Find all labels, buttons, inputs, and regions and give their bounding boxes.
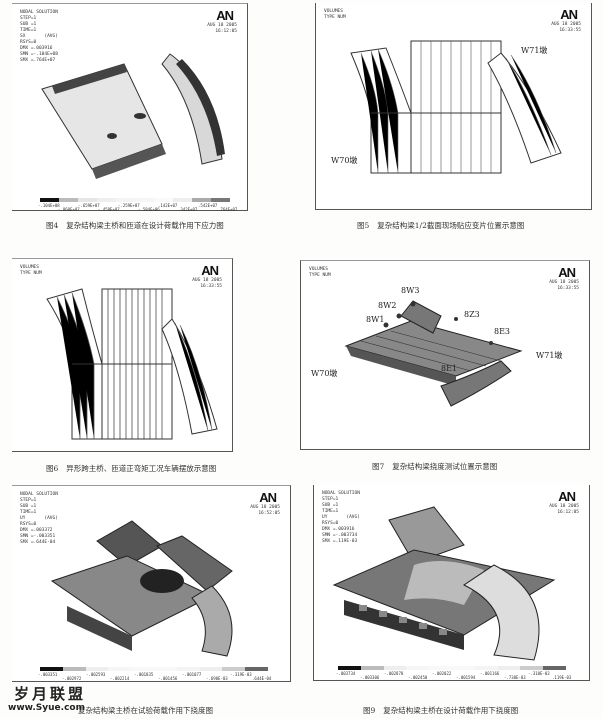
legend-label: -.003351 [38, 672, 58, 677]
bridge-plan-drawing: W71墩 W70墩 [331, 40, 562, 174]
legend-label: -.001835 [134, 672, 154, 677]
legend-label: -.003734 [336, 671, 356, 676]
date-stamp: AUG 18 2005 16:12:05 [207, 23, 237, 34]
figure-7-deflection-points: VOLUMES TYPE NUM AN AUG 18 2005 16:33:55… [300, 260, 590, 450]
point-label-8w2: 8W2 [378, 301, 396, 310]
figure-9-deflection-design-load: NODAL SOLUTION STEP=1 SUB =1 TIME=1 UY (… [313, 485, 590, 681]
legend-label: -.001594 [456, 675, 476, 680]
color-legend-bar [40, 198, 230, 202]
legend-label: -.310E-03 [528, 671, 550, 676]
ansys-logo: AN [259, 490, 277, 505]
legend-label: -.319E-03 [230, 672, 252, 677]
pier-label-w71: W71墩 [521, 45, 547, 55]
ansys-header: NODAL SOLUTION STEP=1 SUB =1 TIME=1 UY (… [20, 492, 58, 545]
fea-model-drawing [332, 506, 556, 661]
ansys-header: VOLUMES TYPE NUM [324, 9, 346, 20]
ansys-header: NODAL SOLUTION STEP=1 SUB =1 TIME=1 SX (… [20, 10, 58, 63]
legend-label: -.259E+07 [118, 203, 140, 208]
ansys-header: VOLUMES TYPE NUM [20, 265, 42, 276]
point-label-8e3: 8E3 [494, 327, 510, 336]
legend-label: -.003306 [360, 675, 380, 680]
figure-5-strain-gauge-layout: VOLUMES TYPE NUM AN AUG 18 2005 16:33:55… [315, 3, 592, 210]
ansys-logo: AN [201, 263, 219, 278]
figure-8-caption: 复杂结构梁主桥在试验荷载作用下挠度图 [78, 706, 213, 715]
date-stamp: AUG 18 2005 16:33:55 [551, 22, 581, 33]
ansys-logo: AN [558, 265, 576, 280]
legend-label: .644E-04 [252, 676, 272, 681]
legend-label: -.698E-03 [206, 676, 228, 681]
legend-label: -.002450 [408, 675, 428, 680]
legend-label: -.001456 [158, 676, 178, 681]
date-stamp: AUG 18 2005 16:33:55 [549, 280, 579, 291]
ansys-header: VOLUMES TYPE NUM [309, 267, 331, 278]
fea-model-drawing [50, 520, 233, 657]
legend-label: .142E+07 [158, 203, 178, 208]
legend-label: -.659E+07 [78, 203, 100, 208]
legend-label: .764E+07 [218, 207, 238, 212]
point-label-8w1: 8W1 [366, 315, 384, 324]
legend-label: -.459E+07 [98, 207, 120, 212]
legend-label: -.001166 [480, 671, 500, 676]
point-label-8e1: 8E1 [441, 364, 457, 373]
legend-label: .342E+07 [178, 207, 198, 212]
point-label-8w3: 8W3 [401, 286, 419, 295]
bridge-3d-drawing: 8W3 8W2 8W1 8Z3 8E3 8E1 W71墩 W70墩 [311, 286, 562, 407]
watermark-url: www.Syue.com [8, 703, 85, 713]
ansys-logo: AN [558, 489, 576, 504]
legend-label: -.584E+06 [138, 207, 160, 212]
legend-label: -.001077 [182, 672, 202, 677]
legend-label: .542E+07 [198, 203, 218, 208]
ansys-logo: AN [560, 7, 578, 22]
bridge-plan-drawing [46, 288, 218, 440]
ansys-logo: AN [216, 8, 234, 23]
figure-8-deflection-test-load: NODAL SOLUTION STEP=1 SUB =1 TIME=1 UY (… [12, 485, 291, 682]
date-stamp: AUG 18 2005 16:33:55 [192, 278, 222, 289]
pier-label-w70: W70墩 [331, 155, 357, 165]
figure-6-vehicle-placement: VOLUMES TYPE NUM AN AUG 18 2005 16:33:55 [12, 258, 233, 452]
color-legend-bar [338, 666, 566, 670]
legend-label: -.738E-03 [504, 675, 526, 680]
date-stamp: AUG 18 2005 16:12:05 [549, 504, 579, 515]
legend-label: -.002972 [62, 676, 82, 681]
fea-model-drawing [41, 53, 225, 179]
pier-label-w71: W71墩 [536, 350, 562, 360]
figure-4-stress-plot: NODAL SOLUTION STEP=1 SUB =1 TIME=1 SX (… [12, 3, 248, 212]
legend-label: -.002878 [384, 671, 404, 676]
date-stamp: AUG 18 2005 16:52:05 [250, 505, 280, 516]
ansys-header: NODAL SOLUTION STEP=1 SUB =1 TIME=1 UY (… [322, 491, 360, 544]
legend-label: -.104E+08 [38, 203, 60, 208]
legend-label: -.002022 [432, 671, 452, 676]
point-label-8z3: 8Z3 [464, 310, 480, 319]
legend-label: -.860E+07 [58, 207, 80, 212]
watermark-title: 岁月联盟 [14, 685, 87, 703]
color-legend-bar [40, 667, 268, 671]
legend-label: .119E-03 [552, 675, 572, 680]
pier-label-w70: W70墩 [311, 368, 337, 378]
legend-label: -.002593 [86, 672, 106, 677]
legend-label: -.002214 [110, 676, 130, 681]
